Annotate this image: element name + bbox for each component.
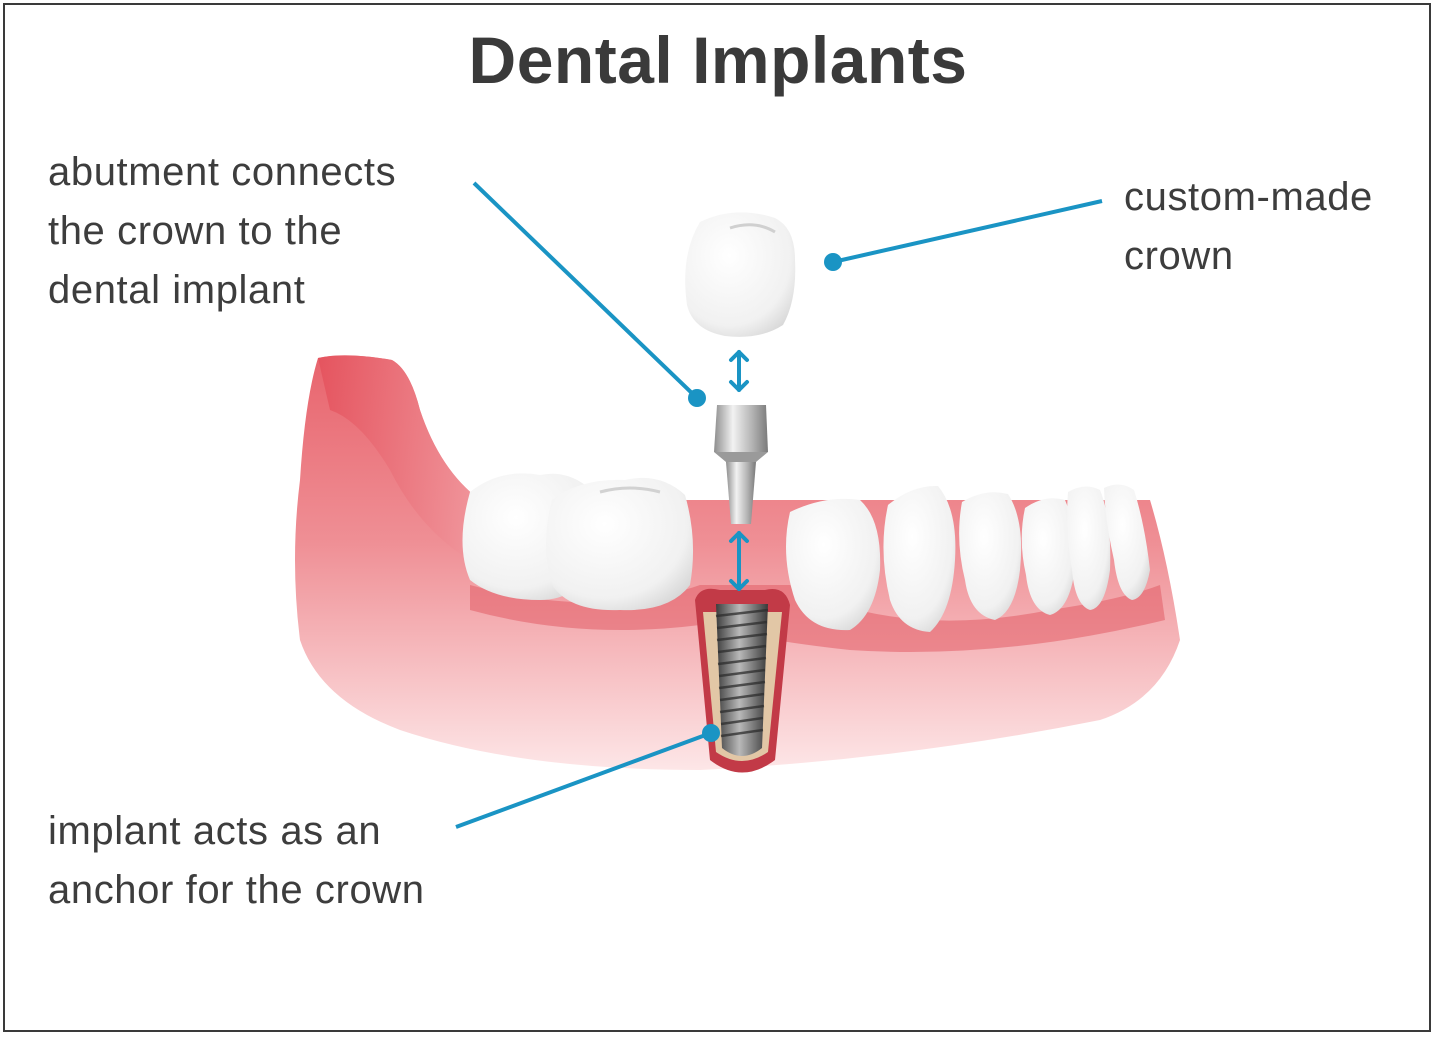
implant-label: implant acts as an anchor for the crown: [48, 802, 425, 920]
abutment-label-line: the crown to the: [48, 202, 396, 261]
crown-callout-line: [833, 201, 1102, 262]
crown-label-line: custom-made: [1124, 168, 1373, 227]
abutment-label: abutment connects the crown to the denta…: [48, 143, 396, 320]
callout-dot-icon: [824, 253, 842, 271]
abutment-label-line: abutment connects: [48, 143, 396, 202]
implant-label-line: anchor for the crown: [48, 861, 425, 920]
left-molars: [463, 473, 694, 610]
abutment-callout-line: [474, 183, 697, 398]
double-arrow-icon: [731, 352, 747, 390]
crown-label: custom-made crown: [1124, 168, 1373, 286]
crown-piece: [685, 212, 795, 336]
abutment-label-line: dental implant: [48, 261, 396, 320]
implant-label-line: implant acts as an: [48, 802, 425, 861]
callout-dot-icon: [688, 389, 706, 407]
crown-label-line: crown: [1124, 227, 1373, 286]
implant-screw: [716, 604, 768, 756]
callout-dot-icon: [702, 724, 720, 742]
